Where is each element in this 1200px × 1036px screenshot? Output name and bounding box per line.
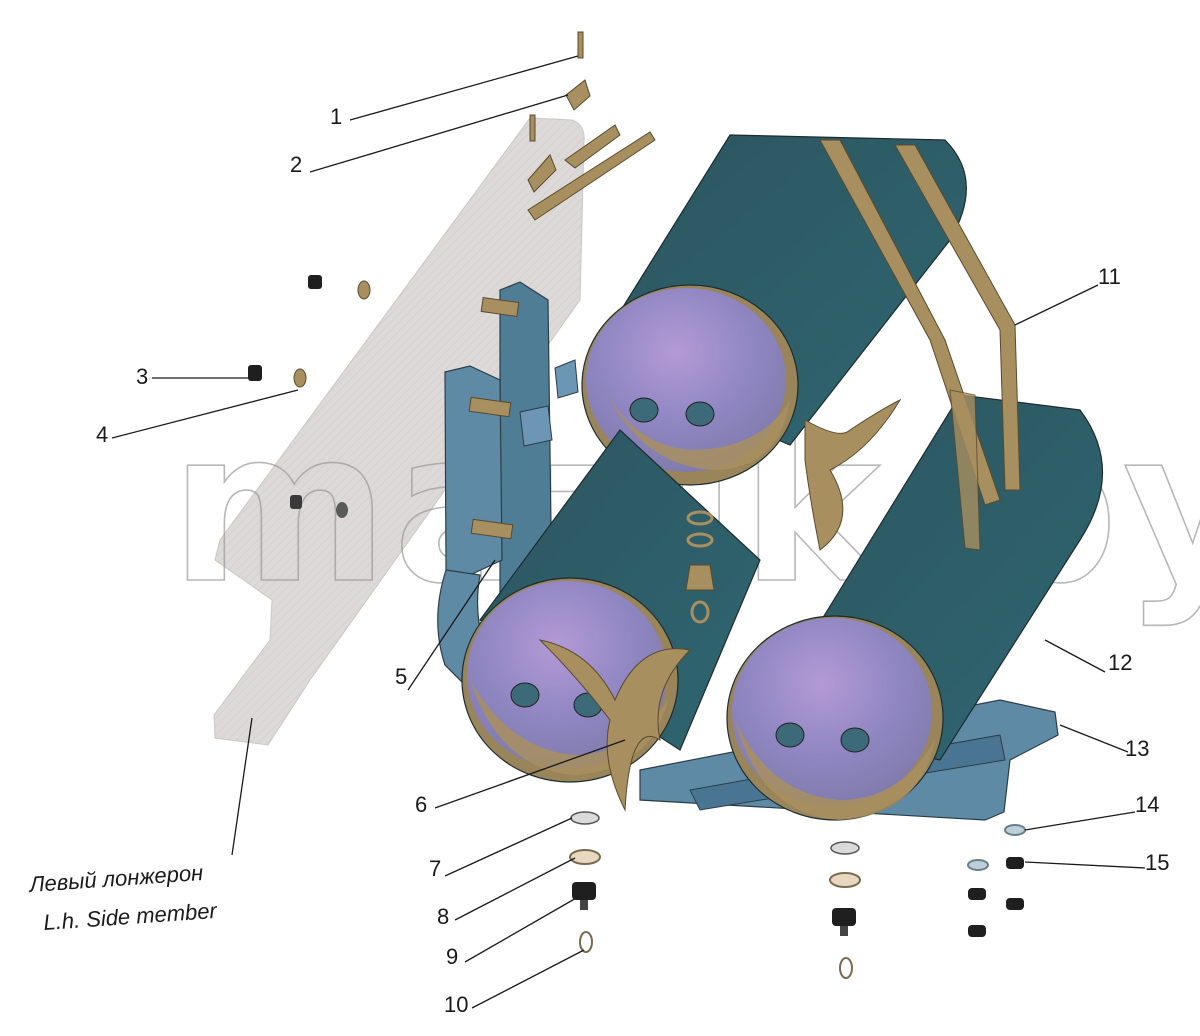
side-member-caption: Левый лонжерон L.h. Side member xyxy=(27,860,220,935)
callout-9: 9 xyxy=(446,944,458,969)
callout-13: 13 xyxy=(1125,736,1149,761)
callout-12: 12 xyxy=(1108,650,1132,675)
callout-7: 7 xyxy=(429,856,441,881)
callout-11: 11 xyxy=(1098,264,1121,289)
drain-valve-center xyxy=(685,510,715,624)
caption-ru: Левый лонжерон xyxy=(27,860,204,897)
callout-6: 6 xyxy=(415,792,427,817)
leader-lines xyxy=(111,55,1146,1009)
mounting-straps xyxy=(819,139,1021,551)
tank-separator xyxy=(538,398,902,812)
callout-5: 5 xyxy=(395,664,407,689)
top-fasteners xyxy=(527,31,656,221)
drain-valve-left xyxy=(569,811,601,953)
nuts-washers-right xyxy=(967,824,1026,937)
callout-2: 2 xyxy=(290,152,302,177)
callout-14: 14 xyxy=(1135,792,1159,817)
callout-1: 1 xyxy=(330,104,342,129)
callout-4: 4 xyxy=(96,422,108,447)
nuts-washers-left xyxy=(248,275,371,518)
left-side-member xyxy=(213,117,585,746)
drain-valve-right xyxy=(829,841,861,979)
callout-8: 8 xyxy=(437,904,449,929)
caption-en: L.h. Side member xyxy=(43,898,220,935)
callout-10: 10 xyxy=(444,992,468,1017)
callout-15: 15 xyxy=(1145,850,1169,875)
callout-labels: 1 2 3 4 5 6 7 8 9 10 11 12 13 14 15 xyxy=(96,104,1169,1017)
callout-3: 3 xyxy=(136,364,148,389)
